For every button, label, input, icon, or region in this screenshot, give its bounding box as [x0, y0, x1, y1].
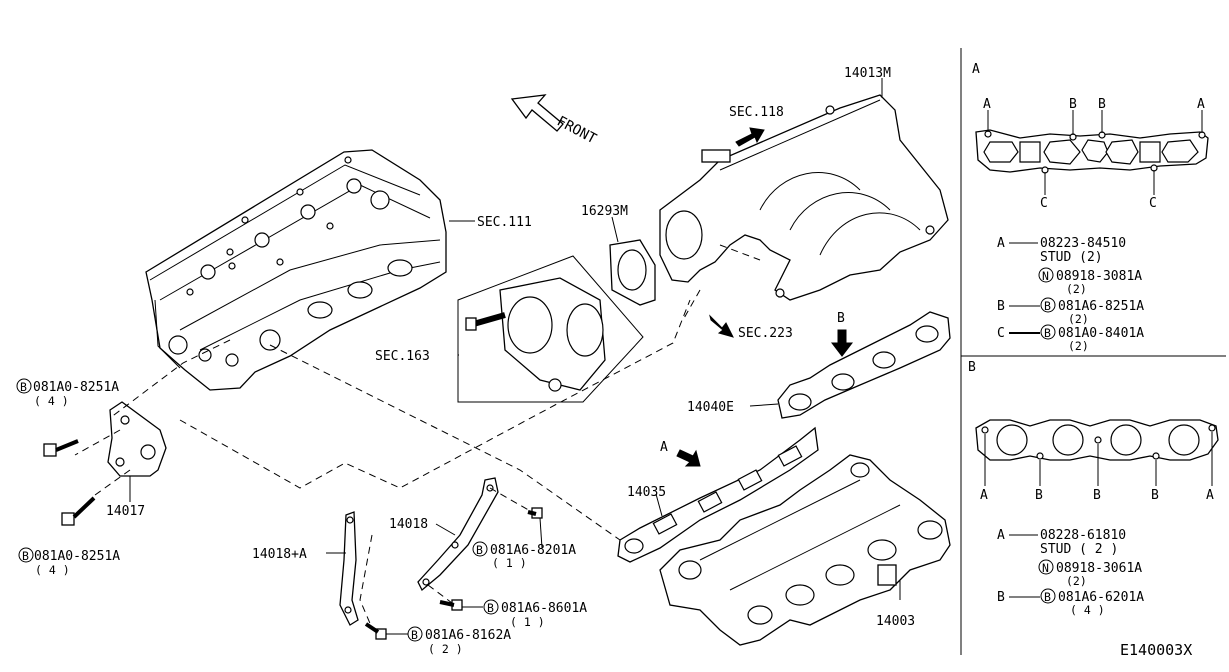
bolt-code: 081A0-8251A	[34, 549, 120, 564]
arrow-icon	[676, 449, 701, 467]
legend-nut-code: 08918-3061A	[1056, 561, 1142, 576]
front-arrow-icon	[510, 94, 564, 132]
bolt-callout-1: B 081A0-8251A ( 4 )	[16, 378, 119, 408]
throttle-body-part	[457, 255, 644, 403]
legend-nut-qty: (2)	[1066, 574, 1087, 588]
legend-code: 081A6-8251A	[1058, 299, 1144, 314]
bolt-qty: ( 2 )	[428, 642, 463, 656]
legend-marker: B	[1044, 326, 1051, 340]
bracket-14018A-part	[339, 511, 359, 626]
part-label-14013M: 14013M	[844, 66, 891, 81]
bolt-code: 081A6-8601A	[501, 601, 587, 616]
panel-a-hole-label: C	[1040, 196, 1048, 211]
panel-a-hole-label: C	[1149, 196, 1157, 211]
panel-b-hole-label: B	[1151, 488, 1159, 503]
part-label-14003: 14003	[876, 614, 915, 629]
part-label-14040E: 14040E	[687, 400, 734, 415]
legend-nut-marker: N	[1042, 561, 1049, 575]
panel-b-hole-label: A	[980, 488, 988, 503]
bracket-14018-part	[417, 477, 499, 592]
legend-key: B	[997, 590, 1005, 605]
panel-a-legend: A 08223-84510 STUD (2) N 08918-3081A (2)…	[997, 236, 1144, 353]
section-label-111: SEC.111	[477, 215, 532, 230]
bolt-callout-5: B 081A6-8162A ( 2 )	[407, 626, 511, 656]
bolt-icon	[61, 496, 96, 526]
bolt-qty: ( 1 )	[492, 556, 527, 570]
panel-a-gasket	[975, 129, 1209, 174]
legend-desc: STUD ( 2 )	[1040, 542, 1118, 557]
view-label-b-arrow: B	[837, 311, 845, 326]
bolt-marker: B	[20, 380, 27, 394]
panel-a-hole-label: A	[1197, 97, 1205, 112]
legend-qty: (2)	[1068, 312, 1089, 326]
legend-key: A	[997, 236, 1005, 251]
legend-nut-marker: N	[1042, 269, 1049, 283]
panel-a-hole-label: B	[1069, 97, 1077, 112]
part-label-14035: 14035	[627, 485, 666, 500]
legend-nut-qty: (2)	[1066, 282, 1087, 296]
legend-qty: ( 4 )	[1070, 603, 1105, 617]
intake-collector-14013M-part	[659, 94, 949, 301]
bolt-icon	[527, 507, 543, 519]
legend-key: C	[997, 326, 1005, 341]
legend-code: 081A0-8401A	[1058, 326, 1144, 341]
panel-b-legend: A 08228-61810 STUD ( 2 ) N 08918-3061A (…	[997, 528, 1144, 617]
legend-code: 08228-61810	[1040, 528, 1126, 543]
bracket-14017-part	[107, 401, 167, 477]
legend-key: B	[997, 299, 1005, 314]
panel-b-title: B	[968, 360, 976, 375]
panel-a-hole-label: A	[983, 97, 991, 112]
bolt-code: 081A6-8201A	[490, 543, 576, 558]
bolt-marker: B	[476, 543, 483, 557]
legend-code: 081A6-6201A	[1058, 590, 1144, 605]
bolt-qty: ( 4 )	[34, 394, 69, 408]
bolt-icon	[43, 439, 79, 457]
bolt-marker: B	[22, 549, 29, 563]
bolt-callout-3: B 081A6-8201A ( 1 )	[472, 541, 576, 570]
cylinder-head-part	[145, 149, 447, 391]
bolt-icon	[439, 599, 463, 611]
bolt-code: 081A0-8251A	[33, 380, 119, 395]
bolt-code: 081A6-8162A	[425, 628, 511, 643]
view-label-a-arrow: A	[660, 440, 668, 455]
gasket-14040E-part	[777, 311, 951, 419]
section-label-223: SEC.223	[738, 326, 793, 341]
bolt-qty: ( 4 )	[35, 563, 70, 577]
throttle-gasket-16293M-part	[609, 239, 656, 306]
section-label-163: SEC.163	[375, 349, 430, 364]
legend-marker: B	[1044, 590, 1051, 604]
intake-manifold-14003-part	[659, 454, 951, 646]
panel-a-hole-label: B	[1098, 97, 1106, 112]
panel-b-hole-label: B	[1035, 488, 1043, 503]
legend-desc: STUD (2)	[1040, 250, 1103, 265]
gasket-14035-part	[617, 426, 819, 563]
front-label: FRONT	[554, 113, 599, 147]
arrow-icon	[830, 329, 854, 357]
bolt-marker: B	[487, 601, 494, 615]
part-label-14017: 14017	[106, 504, 145, 519]
bolt-icon	[364, 622, 387, 640]
section-label-118: SEC.118	[729, 105, 784, 120]
legend-marker: B	[1044, 299, 1051, 313]
panel-b-hole-label: B	[1093, 488, 1101, 503]
part-label-16293M: 16293M	[581, 204, 628, 219]
legend-nut-code: 08918-3081A	[1056, 269, 1142, 284]
bolt-callout-2: B 081A0-8251A ( 4 )	[18, 547, 120, 577]
bolt-marker: B	[411, 628, 418, 642]
legend-key: A	[997, 528, 1005, 543]
bolt-callout-4: B 081A6-8601A ( 1 )	[483, 599, 587, 629]
part-label-14018A: 14018+A	[252, 547, 307, 562]
panel-b-gasket	[975, 419, 1219, 461]
bolt-qty: ( 1 )	[510, 615, 545, 629]
legend-code: 08223-84510	[1040, 236, 1126, 251]
part-label-14018: 14018	[389, 517, 428, 532]
panel-a-title: A	[972, 62, 980, 77]
legend-qty: (2)	[1068, 339, 1089, 353]
arrow-icon	[709, 314, 734, 338]
arrow-icon	[735, 127, 765, 147]
panel-b-hole-label: A	[1206, 488, 1214, 503]
diagram-code: E140003X	[1120, 641, 1192, 659]
